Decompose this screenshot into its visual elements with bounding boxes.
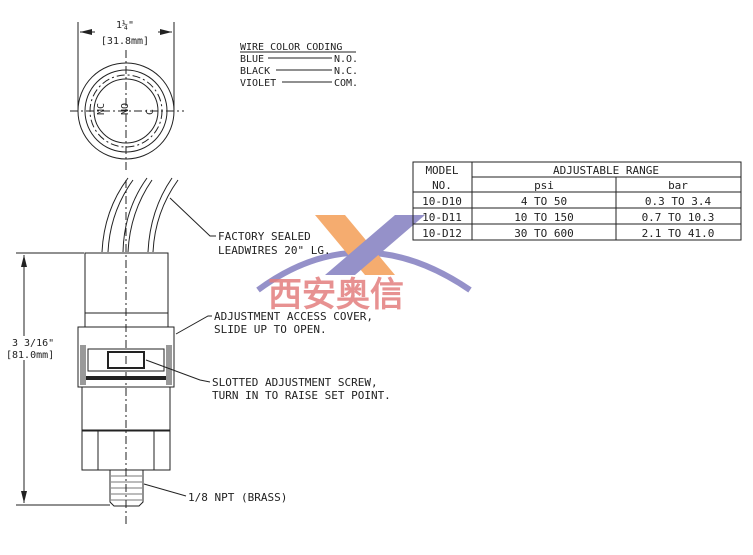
- side-view: 3 3/16" [81.0mm]: [6, 177, 179, 525]
- callout-cover-1: ADJUSTMENT ACCESS COVER,: [214, 310, 373, 323]
- cell-model: 10-D10: [422, 195, 462, 208]
- wire-color: BLACK: [240, 66, 270, 77]
- header-psi: psi: [534, 179, 554, 192]
- wire-function: COM.: [334, 78, 358, 89]
- pin-no: NO: [120, 103, 131, 115]
- adjustable-range-table: MODEL NO. ADJUSTABLE RANGE psi bar 10-D1…: [412, 161, 742, 241]
- callouts: FACTORY SEALED LEADWIRES 20" LG. ADJUSTM…: [143, 197, 391, 504]
- cell-model: 10-D11: [422, 211, 462, 224]
- callout-screw-1: SLOTTED ADJUSTMENT SCREW,: [212, 376, 378, 389]
- wire-color: VIOLET: [240, 78, 276, 89]
- header-model: MODEL: [425, 164, 458, 177]
- callout-screw-2: TURN IN TO RAISE SET POINT.: [212, 389, 391, 402]
- callout-leadwires-2: LEADWIRES 20" LG.: [218, 244, 331, 257]
- callout-leadwires-1: FACTORY SEALED: [218, 230, 311, 243]
- watermark-text: 西安奥信: [268, 275, 404, 315]
- cell-bar: 0.7 TO 10.3: [642, 211, 715, 224]
- callout-cover-2: SLIDE UP TO OPEN.: [214, 323, 327, 336]
- pin-c: C: [145, 109, 156, 115]
- header-bar: bar: [668, 179, 688, 192]
- cell-psi: 30 TO 600: [514, 227, 574, 240]
- side-dim-fraction: 3 3/16": [12, 338, 54, 349]
- top-view: 1¼" [31.8mm] NC NO C: [70, 19, 184, 170]
- wire-function: N.C.: [334, 66, 358, 77]
- cell-psi: 4 TO 50: [521, 195, 567, 208]
- cell-bar: 2.1 TO 41.0: [642, 227, 715, 240]
- watermark-logo: 西安奥信: [256, 215, 472, 315]
- wire-color: BLUE: [240, 54, 264, 65]
- wire-legend-title: WIRE COLOR CODING: [240, 42, 342, 53]
- top-dim-fraction: 1¼": [116, 19, 134, 31]
- wire-function: N.O.: [334, 54, 358, 65]
- wire-color-legend: WIRE COLOR CODING BLUE N.O. BLACK N.C. V…: [240, 42, 358, 89]
- top-dim-mm: [31.8mm]: [101, 36, 149, 47]
- header-no: NO.: [432, 179, 452, 192]
- header-range: ADJUSTABLE RANGE: [553, 164, 659, 177]
- cell-model: 10-D12: [422, 227, 462, 240]
- cell-bar: 0.3 TO 3.4: [645, 195, 712, 208]
- callout-npt: 1/8 NPT (BRASS): [188, 491, 287, 504]
- pin-nc: NC: [96, 103, 107, 115]
- side-dim-mm: [81.0mm]: [6, 350, 54, 361]
- cell-psi: 10 TO 150: [514, 211, 574, 224]
